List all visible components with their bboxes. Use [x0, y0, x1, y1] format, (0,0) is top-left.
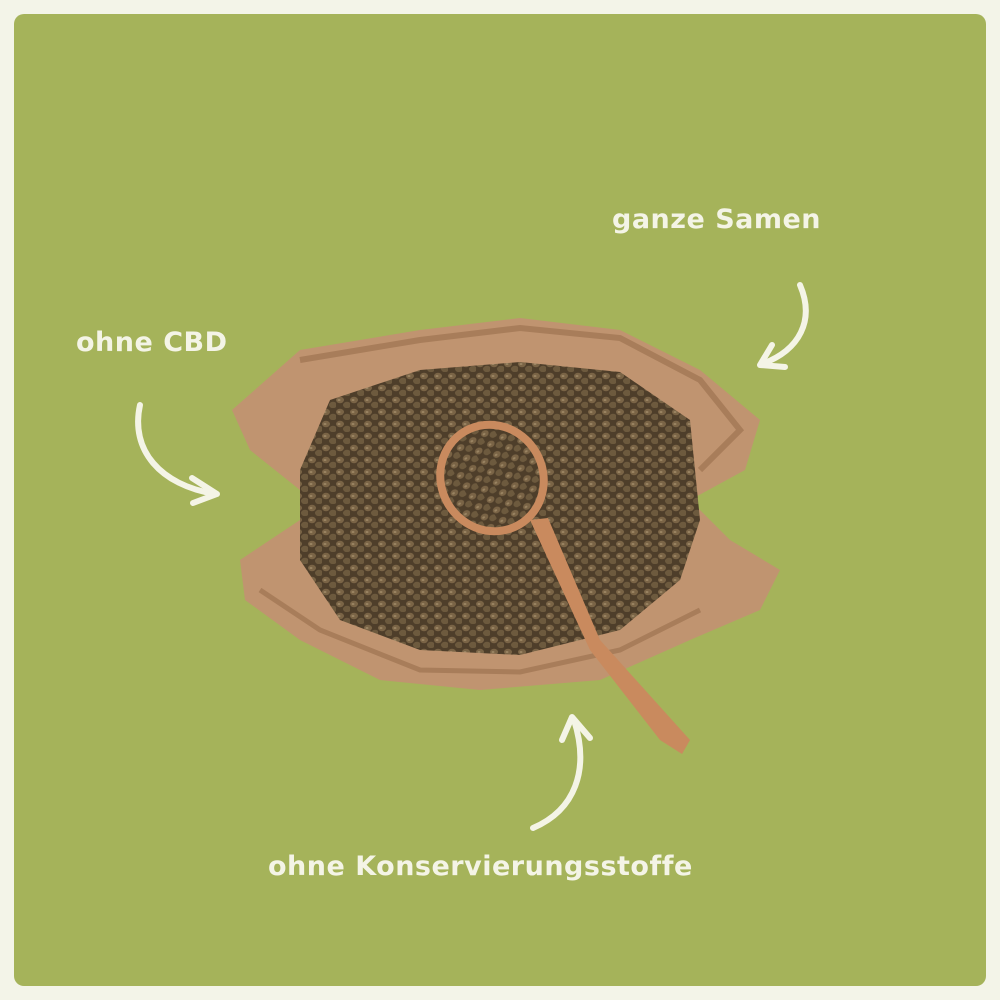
- no-cbd-label: ohne CBD: [76, 327, 228, 358]
- wooden-spoon: [436, 420, 690, 754]
- no-preservatives-label: ohne Konservierungsstoffe: [268, 851, 693, 882]
- curved-arrow-icon: [757, 282, 809, 370]
- curved-arrow-icon: [530, 714, 593, 831]
- whole-seeds-label: ganze Samen: [612, 204, 822, 235]
- curved-arrow-icon: [135, 402, 220, 506]
